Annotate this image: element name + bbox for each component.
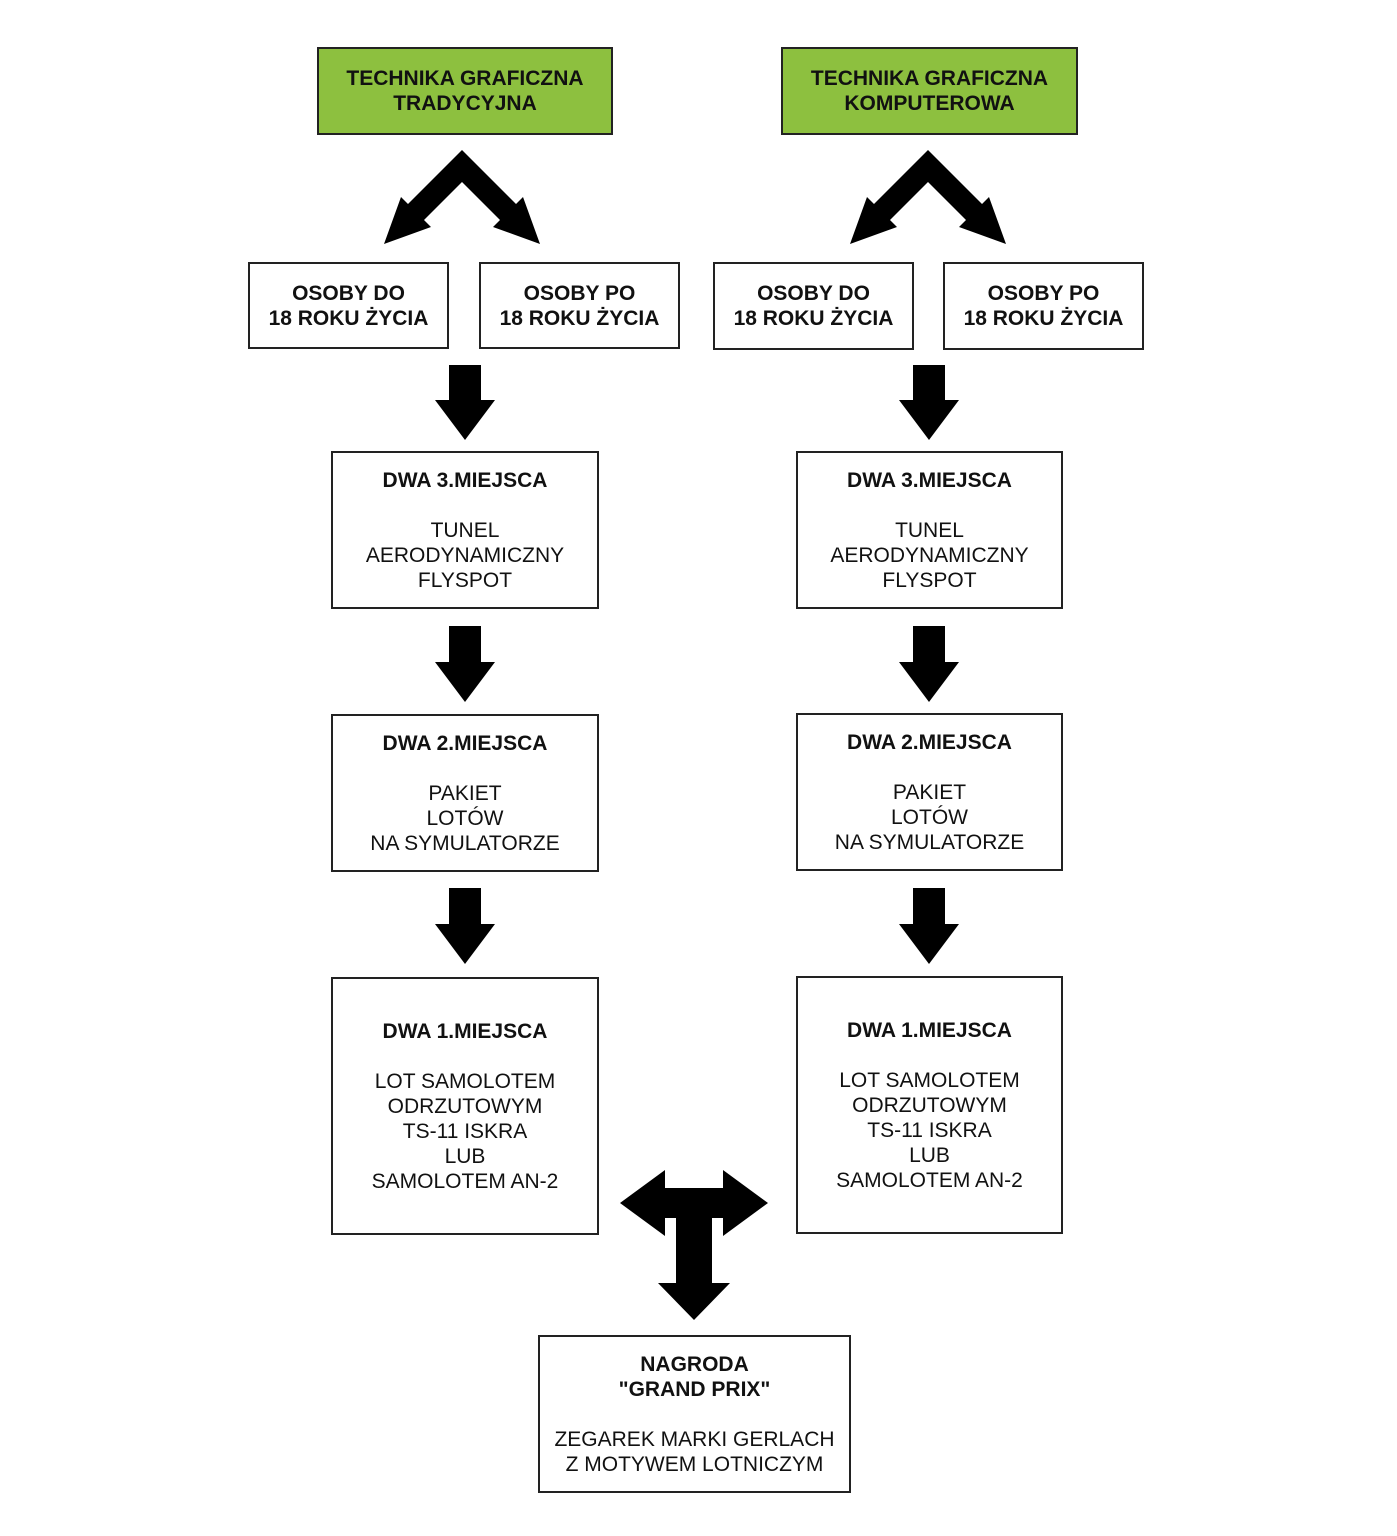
prize-line: LOTÓW — [426, 806, 504, 830]
prize-line: Z MOTYWEM LOTNICZYM — [565, 1452, 824, 1476]
place2-box-left: DWA 2.MIEJSCA PAKIET LOTÓW NA SYMULATORZ… — [331, 714, 599, 872]
group-over-18-right: OSOBY PO 18 ROKU ŻYCIA — [943, 262, 1144, 350]
down-arrow-left-3 — [435, 888, 495, 964]
header-computer: TECHNIKA GRAFICZNA KOMPUTEROWA — [781, 47, 1078, 135]
place-title: DWA 3.MIEJSCA — [847, 468, 1012, 492]
header-line: TECHNIKA GRAFICZNA — [346, 67, 584, 90]
group-line: 18 ROKU ŻYCIA — [268, 306, 429, 330]
grand-prix-title: "GRAND PRIX" — [618, 1377, 771, 1401]
prize-line: AERODYNAMICZNY — [830, 543, 1029, 567]
prize-line: ODRZUTOWYM — [387, 1094, 543, 1118]
prize-line: PAKIET — [428, 781, 502, 805]
prize-line: ODRZUTOWYM — [852, 1093, 1007, 1117]
prize-line: SAMOLOTEM AN-2 — [371, 1169, 559, 1193]
prize-line: ZEGAREK MARKI GERLACH — [554, 1427, 835, 1451]
down-arrow-right-1 — [899, 365, 959, 440]
group-line: OSOBY DO — [757, 282, 870, 305]
prize-line: NA SYMULATORZE — [370, 831, 560, 855]
down-arrow-left-2 — [435, 626, 495, 702]
down-arrow-left-1 — [435, 365, 495, 440]
prize-line: TS-11 ISKRA — [867, 1118, 992, 1142]
group-line: 18 ROKU ŻYCIA — [963, 307, 1124, 330]
prize-line: SAMOLOTEM AN-2 — [836, 1168, 1023, 1192]
group-line: OSOBY DO — [292, 281, 405, 305]
group-line: OSOBY PO — [523, 281, 636, 305]
merge-arrow — [620, 1170, 768, 1320]
place-title: DWA 2.MIEJSCA — [382, 731, 548, 755]
down-arrow-right-2 — [899, 626, 959, 702]
prize-line: FLYSPOT — [417, 568, 513, 592]
down-arrow-right-3 — [899, 888, 959, 964]
place-title: DWA 1.MIEJSCA — [847, 1018, 1012, 1042]
prize-line: FLYSPOT — [882, 568, 977, 592]
grand-prix-title: NAGRODA — [640, 1352, 749, 1376]
place-title: DWA 1.MIEJSCA — [382, 1019, 548, 1043]
prize-line: TUNEL — [895, 518, 964, 542]
prize-line: LUB — [444, 1144, 486, 1168]
place3-box-right: DWA 3.MIEJSCA TUNEL AERODYNAMICZNY FLYSP… — [796, 451, 1063, 609]
prize-line: NA SYMULATORZE — [834, 830, 1025, 854]
split-arrow-right — [850, 150, 1006, 244]
prize-line: TS-11 ISKRA — [402, 1119, 528, 1143]
place1-box-right: DWA 1.MIEJSCA LOT SAMOLOTEM ODRZUTOWYM T… — [796, 976, 1063, 1234]
header-line: KOMPUTEROWA — [844, 92, 1015, 115]
header-traditional: TECHNIKA GRAFICZNA TRADYCYJNA — [317, 47, 613, 135]
group-under-18-left: OSOBY DO 18 ROKU ŻYCIA — [248, 262, 449, 349]
place-title: DWA 2.MIEJSCA — [847, 730, 1012, 754]
place2-box-right: DWA 2.MIEJSCA PAKIET LOTÓW NA SYMULATORZ… — [796, 713, 1063, 871]
prize-line: LOT SAMOLOTEM — [374, 1069, 556, 1093]
grand-prix-box: NAGRODA "GRAND PRIX" ZEGAREK MARKI GERLA… — [538, 1335, 851, 1493]
group-under-18-right: OSOBY DO 18 ROKU ŻYCIA — [713, 262, 914, 350]
prize-line: AERODYNAMICZNY — [365, 543, 565, 567]
place1-box-left: DWA 1.MIEJSCA LOT SAMOLOTEM ODRZUTOWYM T… — [331, 977, 599, 1235]
prize-line: LOTÓW — [891, 805, 968, 829]
split-arrow-left — [384, 150, 540, 244]
place3-box-left: DWA 3.MIEJSCA TUNEL AERODYNAMICZNY FLYSP… — [331, 451, 599, 609]
group-line: OSOBY PO — [987, 282, 1100, 305]
prize-line: LUB — [909, 1143, 950, 1167]
prize-line: PAKIET — [892, 780, 967, 804]
prize-line: TUNEL — [430, 518, 500, 542]
header-line: TRADYCYJNA — [393, 92, 537, 115]
group-line: 18 ROKU ŻYCIA — [733, 307, 894, 330]
place-title: DWA 3.MIEJSCA — [382, 468, 548, 492]
group-over-18-left: OSOBY PO 18 ROKU ŻYCIA — [479, 262, 680, 349]
header-line: TECHNIKA GRAFICZNA — [810, 67, 1049, 90]
prize-line: LOT SAMOLOTEM — [839, 1068, 1020, 1092]
group-line: 18 ROKU ŻYCIA — [499, 306, 660, 330]
